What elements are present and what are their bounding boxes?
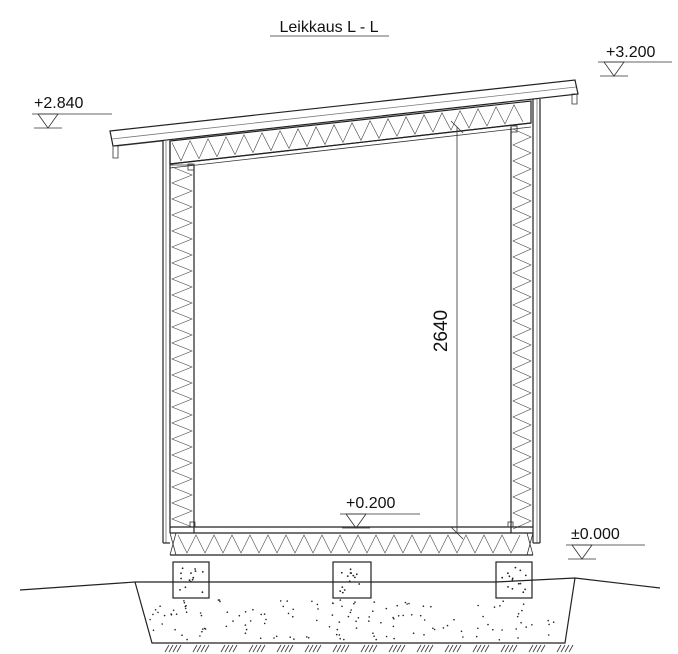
height-dimension-label: 2640 bbox=[431, 310, 452, 352]
right-wall bbox=[510, 99, 541, 543]
foundation-block-middle bbox=[332, 561, 372, 599]
level-marker-floor: +0.200 bbox=[340, 495, 420, 529]
level-marker-eave: +2.840 bbox=[32, 95, 112, 129]
level-marker-ridge: +3.200 bbox=[598, 44, 672, 77]
left-wall bbox=[162, 141, 195, 543]
section-title: Leikkaus L - L bbox=[279, 19, 378, 36]
level-marker-ground: ±0.000 bbox=[566, 526, 645, 560]
level-label-floor: +0.200 bbox=[346, 495, 395, 512]
ground bbox=[19, 577, 661, 653]
level-label-eave: +2.840 bbox=[34, 95, 83, 112]
height-dimension: 2640 bbox=[431, 120, 464, 540]
level-label-ground: ±0.000 bbox=[571, 526, 620, 543]
floor bbox=[163, 521, 540, 556]
level-label-ridge: +3.200 bbox=[606, 44, 655, 61]
roof bbox=[109, 79, 579, 169]
foundation-block-left bbox=[172, 561, 210, 599]
foundation-blocks bbox=[172, 561, 533, 599]
